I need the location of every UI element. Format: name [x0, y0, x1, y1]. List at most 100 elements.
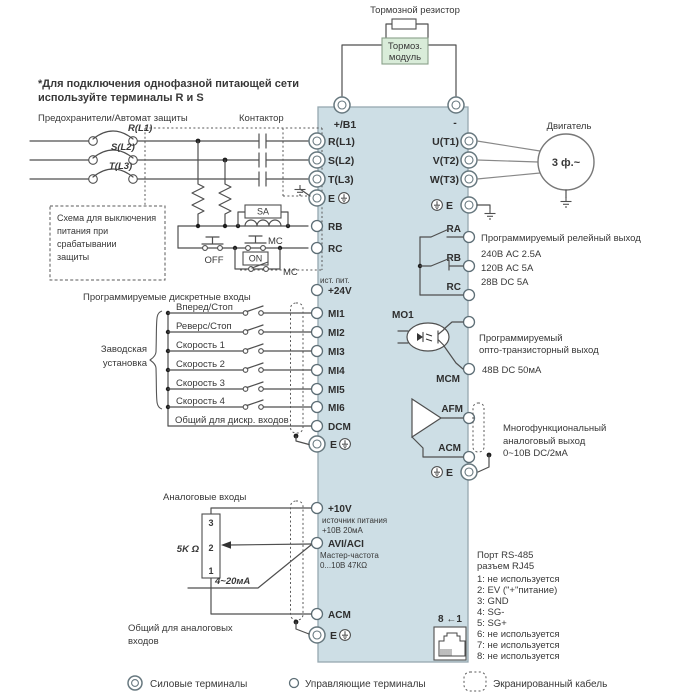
rs485-pin-3: 3: GND — [477, 596, 509, 607]
terminal-mi4-label: MI4 — [328, 366, 345, 377]
potentiometer — [201, 513, 221, 579]
factory-label-2: установка — [103, 358, 148, 369]
analog-out-note-2: аналоговый выход — [503, 436, 586, 447]
phase-lines — [29, 130, 309, 187]
terminal-minus-label: - — [453, 117, 457, 129]
terminal-e-right-label: E — [446, 200, 453, 212]
shutdown-caption-box — [49, 205, 166, 281]
note-line-1: *Для подключения однофазной питающей сет… — [38, 78, 299, 90]
phase-label-r: R(L1) — [128, 123, 152, 134]
opto-output-section: MO1 MCM Программируемый опто-транзисторн… — [392, 310, 599, 385]
terminal-avi-note1: Мастер-частота — [320, 551, 379, 560]
legend-control-label: Управляющие терминалы — [305, 679, 426, 690]
fuses-label: Предохранители/Автомат защиты — [38, 113, 188, 124]
terminal-mi6-label: MI6 — [328, 403, 345, 414]
terminal-t-label: T(L3) — [328, 174, 354, 186]
relay-note-2: 240В AC 2.5A — [481, 249, 542, 260]
phase-label-s: S(L2) — [111, 142, 135, 153]
brake-resistor-symbol — [391, 18, 417, 30]
factory-brace — [149, 310, 163, 410]
analog-out-note-1: Многофункциональный — [503, 423, 606, 434]
motor-phase-label: 3 ф.~ — [552, 157, 581, 169]
rs485-pin-8: 8: не используется — [477, 651, 560, 662]
shutdown-caption-3: срабатывании — [57, 239, 117, 249]
pot-value-label: 5K Ω — [177, 544, 200, 555]
optocoupler-icon — [406, 322, 450, 352]
terminal-u-label: U(T1) — [432, 136, 459, 148]
pe-icon-right-1 — [431, 199, 443, 211]
contactor-label: Контактор — [239, 113, 284, 124]
terminal-plus-b1-label: +/B1 — [334, 119, 357, 131]
analog-common-label-1: Общий для аналоговых — [128, 623, 233, 634]
digital-inputs-section: Программируемые дискретные входы Вперед/… — [83, 292, 312, 446]
phase-label-t: T(L3) — [109, 161, 132, 172]
rs485-pin-4: 4: SG- — [477, 607, 504, 618]
analog-inputs-section: Аналоговые входы 3 2 1 5K Ω 4~20мА Общий… — [128, 492, 312, 647]
terminal-rb-right-label: RB — [447, 253, 461, 264]
rs485-pin-5: 5: SG+ — [477, 618, 507, 629]
ground-icon-motor — [559, 196, 573, 208]
pe-icon-left-2 — [339, 438, 351, 450]
terminal-dcm-label: DCM — [328, 422, 351, 433]
analog-output-section: AFM ACM E Многофункциональный аналоговый… — [411, 397, 606, 481]
pe-icon-left-3 — [339, 629, 351, 641]
terminal-ra-label: RA — [447, 224, 461, 235]
brake-resistor-label: Тормозной резистор — [370, 5, 460, 16]
on-button-label: ON — [249, 254, 263, 264]
shutdown-caption-2: питания при — [57, 226, 108, 236]
analog-inputs-caption: Аналоговые входы — [163, 492, 246, 503]
legend-shield-label: Экранированный кабель — [493, 678, 607, 690]
rs485-pin-6: 6: не используется — [477, 629, 560, 640]
wiper-arrow — [221, 541, 231, 549]
current-loop-label: 4~20мА — [214, 576, 250, 587]
rs485-section: Порт RS-485 разъем RJ45 1: не использует… — [433, 550, 560, 662]
legend-shield-icon — [463, 671, 487, 692]
terminal-10v-note1: источник питания — [322, 516, 387, 525]
single-phase-note: *Для подключения однофазной питающей сет… — [38, 78, 299, 104]
terminal-w-label: W(T3) — [430, 174, 459, 186]
input-label-common: Общий для дискр. входов — [175, 415, 289, 426]
terminal-mi3-label: MI3 — [328, 347, 345, 358]
left-terminals: R(L1) S(L2) T(L3) E RB RC ист. пит. +24V… — [293, 132, 387, 644]
input-label-mi4: Скорость 2 — [176, 359, 225, 370]
power-input-section: Предохранители/Автомат защиты Контактор … — [29, 113, 323, 271]
brake-module-label-2: модуль — [389, 52, 421, 63]
legend-control-icon — [288, 677, 300, 689]
rs485-pin-7: 7: не используется — [477, 640, 560, 651]
brake-module-label-1: Тормоз. — [388, 41, 422, 52]
brake-module-box — [381, 37, 429, 65]
terminal-mo1-label: MO1 — [392, 310, 414, 321]
terminal-rb-left-label: RB — [328, 222, 342, 233]
off-button-label: OFF — [205, 255, 224, 266]
pe-icon-left-1 — [338, 192, 350, 204]
brake-section: Тормозной резистор Тормоз. модуль +/B1 - — [333, 5, 465, 131]
pot-pin-3: 3 — [208, 518, 213, 528]
terminal-rc-right-label: RC — [447, 282, 461, 293]
analog-common-label-2: входов — [128, 636, 159, 647]
shutdown-caption-1: Схема для выключения — [57, 213, 156, 223]
input-label-mi6: Скорость 4 — [176, 396, 225, 407]
terminal-afm-label: AFM — [441, 404, 463, 415]
shield-digital — [290, 302, 304, 434]
sa-box — [244, 204, 282, 219]
shield-analog-out — [472, 402, 485, 453]
terminal-10v-note2: +10В 20мА — [322, 526, 364, 535]
terminal-mi5-label: MI5 — [328, 385, 345, 396]
sa-label: SA — [257, 207, 269, 217]
terminal-10v-label: +10V — [328, 504, 352, 515]
opto-note-2: опто-транзисторный выход — [479, 345, 599, 356]
terminal-24v-label: +24V — [328, 286, 352, 297]
analog-out-note-3: 0~10В DC/2мА — [503, 448, 569, 459]
terminal-e3-left-label: E — [330, 630, 337, 642]
opto-note-1: Программируемый — [479, 333, 563, 344]
terminal-e2-left-label: E — [330, 439, 337, 451]
rj45-hatch — [440, 649, 452, 656]
shield-analog — [290, 500, 304, 621]
input-label-mi5: Скорость 3 — [176, 378, 225, 389]
legend-power-label: Силовые терминалы — [150, 679, 247, 690]
opto-note-3: 48В DC 50мА — [482, 365, 542, 376]
rs485-title-1: Порт RS-485 — [477, 550, 533, 561]
on-button-box — [242, 251, 269, 266]
terminal-r-label: R(L1) — [328, 136, 355, 148]
